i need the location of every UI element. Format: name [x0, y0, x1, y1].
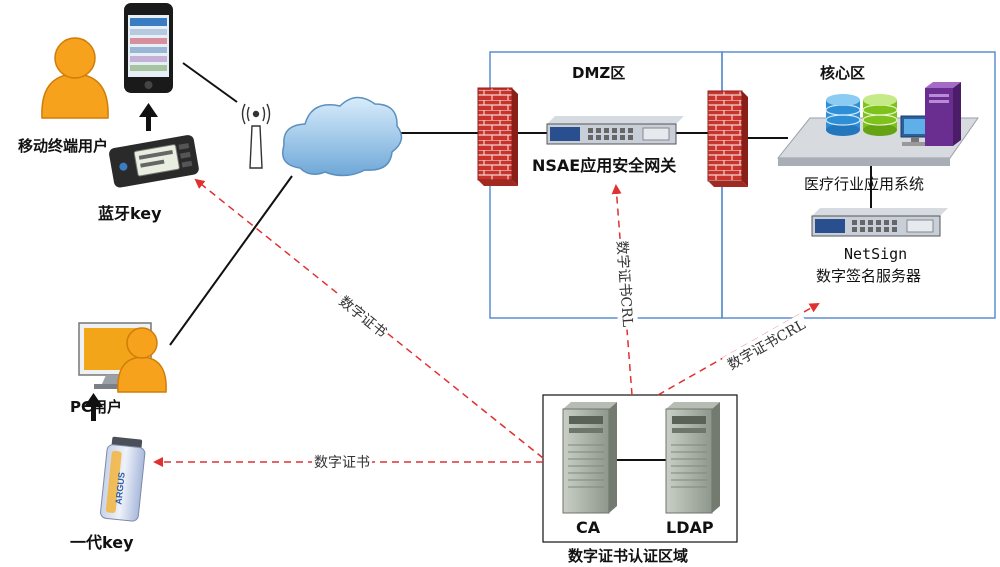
pc-monitor-icon [78, 322, 152, 389]
flow-label-to-gen1: 数字证书 [312, 452, 372, 472]
wireless-antenna-icon [241, 103, 271, 169]
gen1-key-label: 一代key [70, 533, 134, 552]
mobile-user-icon [41, 37, 109, 119]
internet-cloud-icon [282, 96, 403, 177]
network-links [169, 62, 872, 461]
firewall-left-icon [477, 87, 518, 186]
smartphone-icon [124, 3, 173, 93]
ca-area-label: 数字证书认证区域 [568, 547, 689, 565]
dmz-zone-label: DMZ区 [572, 64, 626, 82]
firewall-right-icon [707, 90, 748, 187]
medical-system-label: 医疗行业应用系统 [804, 175, 925, 193]
nsae-gateway-appliance-icon [546, 116, 684, 145]
netsign-label: NetSign [844, 245, 908, 263]
usb-brand-text: ARGUS [113, 472, 126, 505]
core-zone-label: 核心区 [820, 64, 866, 82]
pc-user-icon [117, 327, 167, 393]
netsign-sub-label: 数字签名服务器 [816, 267, 922, 285]
mobile-user-label: 移动终端用户 [18, 137, 109, 155]
ldap-server-icon [665, 402, 720, 514]
ca-server-icon [562, 402, 617, 514]
pc-user-label: PC用户 [70, 398, 123, 416]
netsign-server-appliance-icon [811, 208, 948, 237]
key-up-arrows [84, 103, 158, 421]
ca-area-box [542, 394, 738, 543]
dmz-zone-box [489, 51, 723, 319]
server-tower-purple-icon [925, 82, 961, 146]
database-green-icon [862, 94, 898, 136]
gateway-label: NSAE应用安全网关 [532, 156, 677, 175]
usb-key-icon: ARGUS [100, 436, 146, 522]
ca-server-label: CA [576, 518, 601, 537]
database-blue-icon [825, 94, 861, 136]
bluetooth-key-device-icon [109, 135, 199, 188]
bluetooth-key-label: 蓝牙key [98, 204, 162, 223]
ldap-server-label: LDAP [666, 518, 714, 537]
